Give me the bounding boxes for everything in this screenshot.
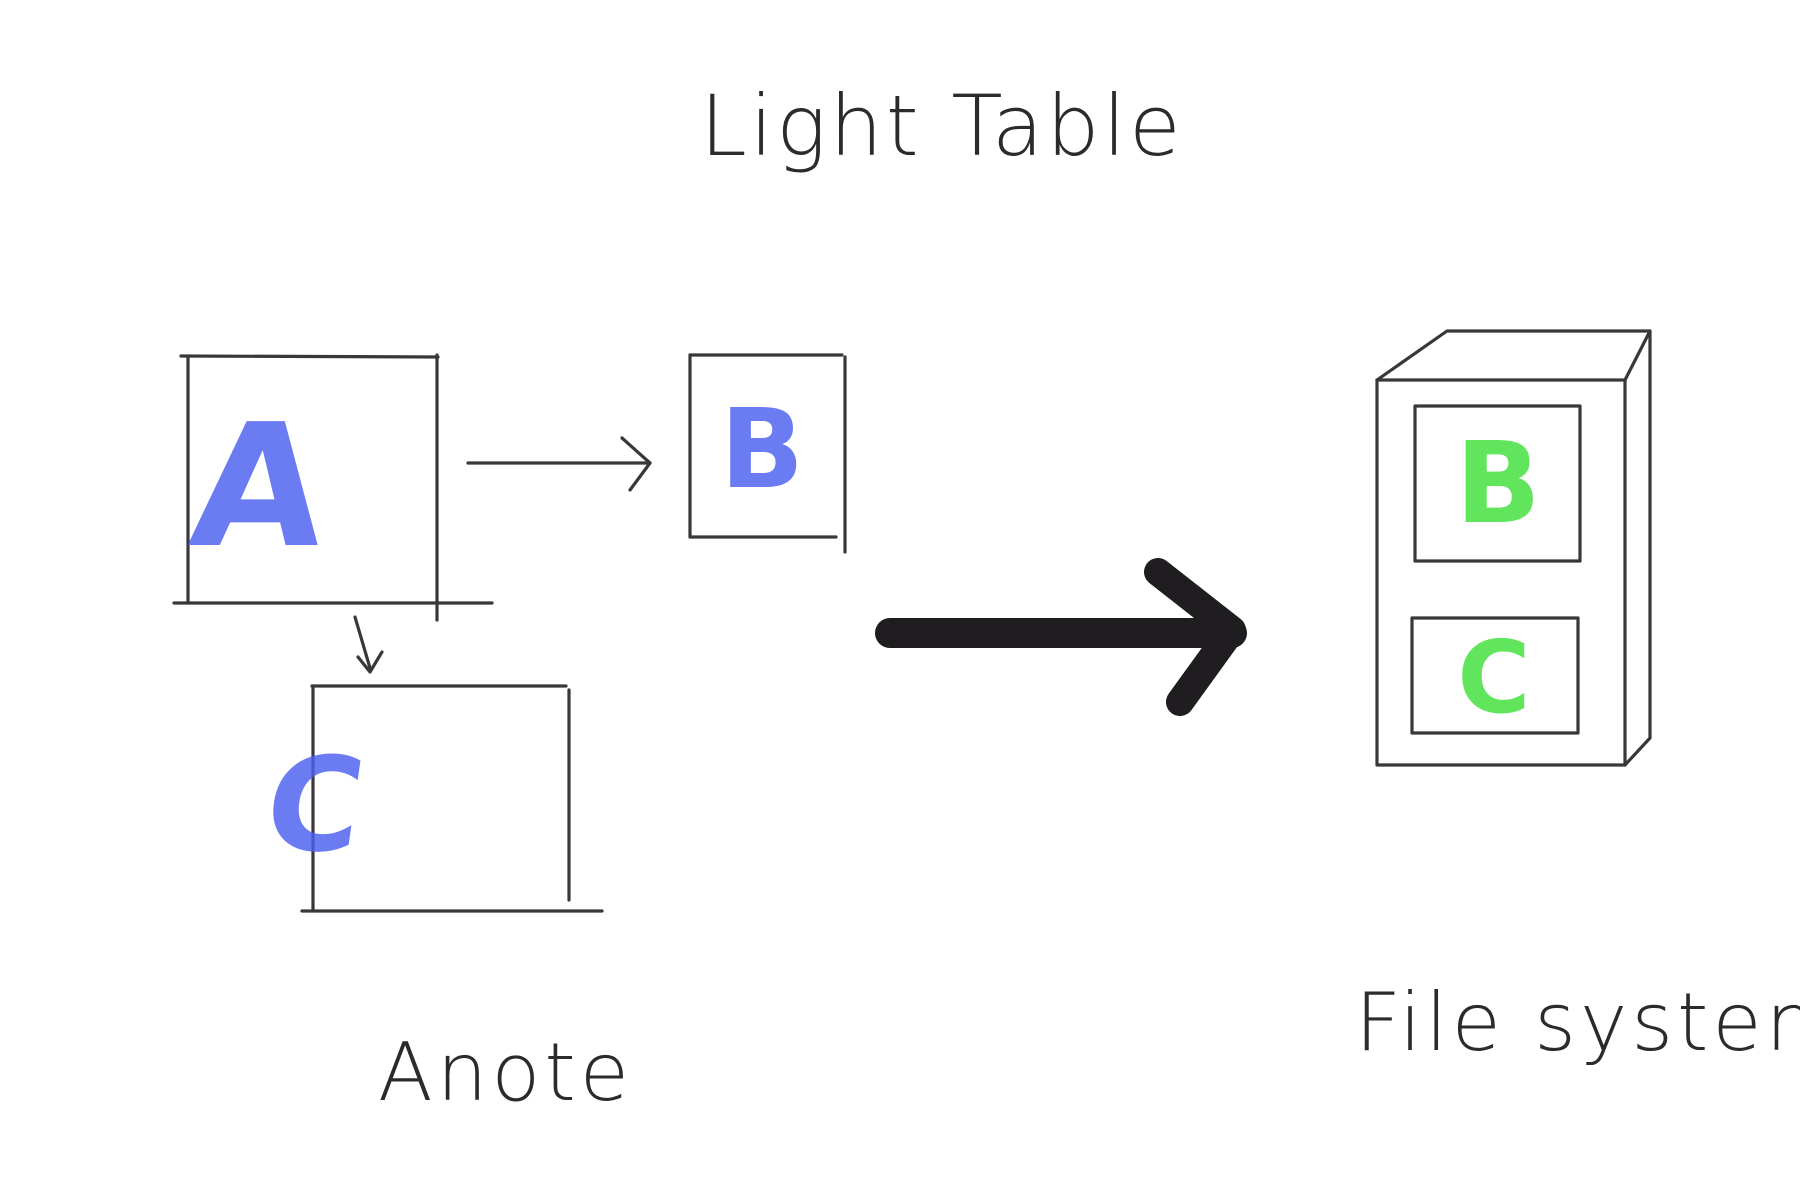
note-b-letter: B — [720, 385, 804, 513]
file-system-caption: File system — [1355, 976, 1800, 1069]
note-a-box: A — [172, 353, 494, 622]
arrow-a-to-c — [353, 615, 384, 674]
note-b-box: B — [688, 353, 847, 554]
note-c-letter: C — [257, 730, 374, 881]
anote-caption: Anote — [378, 1026, 633, 1119]
file-c-letter: C — [1457, 619, 1530, 736]
file-cabinet: B C — [1375, 329, 1652, 767]
diagram-title: Light Table — [700, 77, 1184, 175]
file-b-letter: B — [1455, 419, 1540, 549]
note-c-box: C — [257, 684, 604, 913]
note-a-letter: A — [183, 388, 335, 585]
arrow-a-to-b — [466, 436, 652, 492]
big-arrow — [875, 558, 1247, 716]
